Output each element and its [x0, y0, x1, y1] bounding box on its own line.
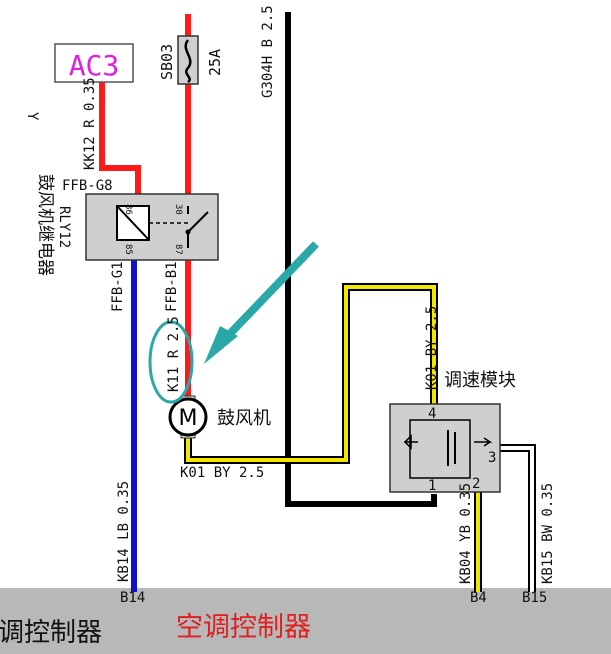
module-pin3: 3	[488, 450, 496, 466]
relay-coil-diagonal	[116, 205, 150, 241]
wire-g304h	[285, 12, 437, 507]
motor-icon	[168, 397, 208, 437]
wire-k01	[186, 285, 436, 462]
diode-icon	[403, 434, 418, 450]
fuse-rating-label: 25A	[206, 49, 224, 76]
module-name: 调速模块	[444, 370, 516, 391]
speed-module	[389, 403, 501, 493]
wire-kb15-outline	[500, 444, 536, 592]
module-pin2: 2	[472, 476, 480, 492]
k01-horizontal-label: K01 BY 2.5	[180, 465, 264, 481]
relay-pin85: 85	[123, 244, 133, 255]
pin-b14-label: B14	[120, 590, 145, 606]
motor-name: 鼓风机	[217, 408, 271, 429]
fuse-element-icon	[184, 39, 192, 84]
ac3-connector	[54, 43, 134, 83]
kk12-label: KK12 R 0.35	[82, 77, 98, 170]
fuse-id-label: SB03	[158, 44, 176, 80]
relay-pin86: 86	[123, 204, 133, 215]
controller-name: 空调控制器	[176, 612, 311, 643]
pin-b15-label: B15	[522, 590, 547, 606]
ffb-g1-label: FFB-G1	[110, 261, 126, 312]
kb14-label: KB14 LB 0.35	[116, 481, 132, 582]
k11-label: K11 R 2.5	[166, 316, 182, 392]
ac3-label: AC3	[69, 49, 120, 82]
fuse-sb03	[177, 35, 199, 85]
relay-switch-icon	[187, 211, 209, 233]
module-pin1: 1	[428, 478, 436, 494]
highlight-arrow-icon	[204, 326, 238, 364]
relay-name: 鼓风机继电器	[35, 174, 55, 276]
kb04-label: KB04 YB 0.35	[458, 483, 474, 584]
k01-vertical-label: K01 BY 2.5	[424, 306, 440, 390]
controller-bar	[0, 588, 611, 654]
relay-pin30: 30	[173, 204, 183, 215]
ffb-b1-label: FFB-B1	[164, 261, 180, 312]
module-arrow-icon	[474, 437, 493, 447]
relay-rly12	[85, 193, 219, 261]
module-pin4: 4	[428, 406, 436, 422]
highlight-arrow-shaft	[219, 241, 319, 345]
relay-pin87: 87	[173, 244, 183, 255]
kb15-label: KB15 BW 0.35	[540, 483, 556, 584]
curve-label: Y	[24, 112, 40, 121]
wire-kb15	[500, 446, 534, 592]
relay-pivot-dot	[185, 229, 191, 235]
controller-partial-label: 调控制器	[0, 618, 102, 648]
motor-symbol: M	[179, 406, 198, 431]
g304h-label: G304H B 2.5	[260, 5, 276, 98]
pin-b4-label: B4	[470, 590, 487, 606]
wire-kk12	[99, 82, 141, 196]
relay-id: RLY12	[56, 206, 72, 248]
highlight-circle	[148, 320, 194, 404]
ffb-g8-label: FFB-G8	[62, 178, 113, 194]
module-circuit-frame	[409, 419, 471, 479]
